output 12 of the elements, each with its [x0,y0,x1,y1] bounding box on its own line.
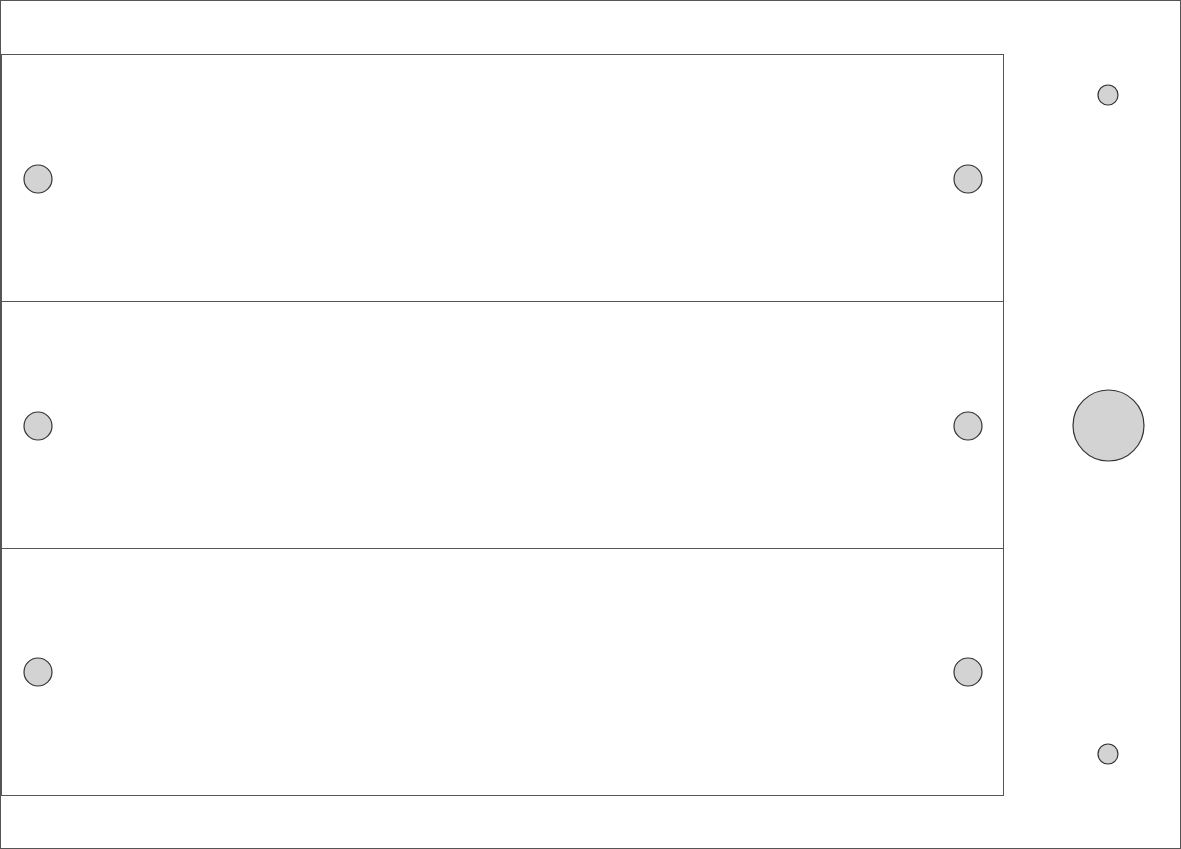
mounting-hole [953,657,983,687]
mounting-hole [953,164,983,194]
mounting-hole [23,411,53,441]
mounting-hole [23,657,53,687]
mounting-hole [1097,84,1119,106]
mounting-hole [953,411,983,441]
mounting-hole [23,164,53,194]
mounting-hole [1072,389,1145,462]
rail-strip [1,301,1004,549]
rail-strip [1,548,1004,796]
rail-strip [1,54,1004,302]
mounting-hole [1097,743,1119,765]
